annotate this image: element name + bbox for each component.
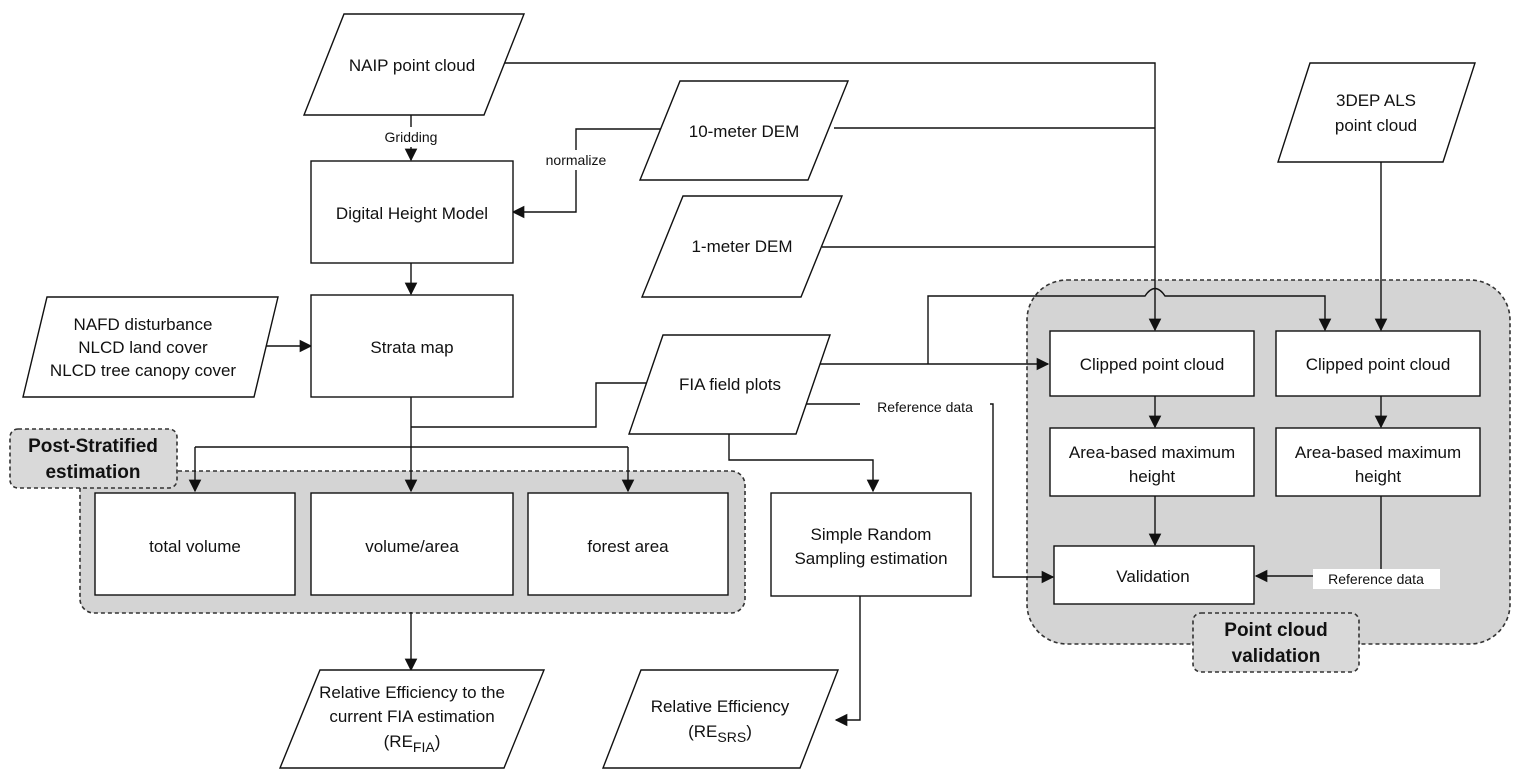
node-10m-dem: 10-meter DEM <box>638 80 850 181</box>
re-fia-subscript: FIA <box>413 739 435 755</box>
svg-text:Digital Height Model: Digital Height Model <box>336 204 488 223</box>
node-total-volume: total volume <box>94 492 296 596</box>
edge-labels: Gridding normalize Reference data Refere… <box>373 127 1440 589</box>
svg-text:NAIP point cloud: NAIP point cloud <box>349 56 475 75</box>
edge-fia-to-strata <box>411 382 650 428</box>
node-fia-field-plots: FIA field plots <box>628 334 831 435</box>
svg-text:Post-Stratified: Post-Stratified <box>28 436 158 457</box>
edge-dem10-to-dhm <box>511 128 664 219</box>
node-relative-efficiency-srs: Relative Efficiency (RESRS) <box>601 669 840 769</box>
label-gridding: Gridding <box>385 129 438 145</box>
svg-text:Area-based maximum: Area-based maximum <box>1069 443 1235 462</box>
svg-text:(REFIA): (REFIA) <box>384 732 441 755</box>
svg-text:Strata map: Strata map <box>370 338 453 357</box>
node-validation: Validation <box>1053 545 1255 605</box>
svg-text:volume/area: volume/area <box>365 537 459 556</box>
node-clipped-point-cloud-naip: Clipped point cloud <box>1049 330 1255 397</box>
svg-text:Relative Efficiency: Relative Efficiency <box>651 697 790 716</box>
svg-text:current FIA estimation: current FIA estimation <box>329 707 494 726</box>
point-cloud-validation-tag: Point cloud validation <box>1192 612 1360 673</box>
post-stratified-tag: Post-Stratified estimation <box>9 428 178 489</box>
node-forest-area: forest area <box>527 492 729 596</box>
node-3dep-als-point-cloud: 3DEP ALS point cloud <box>1277 62 1476 163</box>
re-srs-subscript: SRS <box>717 729 746 745</box>
svg-text:Point cloud: Point cloud <box>1224 620 1327 641</box>
svg-text:total volume: total volume <box>149 537 241 556</box>
node-volume-area: volume/area <box>310 492 514 596</box>
svg-text:10-meter DEM: 10-meter DEM <box>689 122 800 141</box>
svg-text:3DEP ALS: 3DEP ALS <box>1336 91 1416 110</box>
node-naip-point-cloud: NAIP point cloud <box>302 13 526 116</box>
svg-text:FIA field plots: FIA field plots <box>679 375 781 394</box>
node-strata-map: Strata map <box>310 294 514 398</box>
svg-text:NAFD disturbance: NAFD disturbance <box>74 315 213 334</box>
edge-srs-to-re-srs <box>834 596 861 727</box>
node-simple-random-sampling: Simple Random Sampling estimation <box>770 492 972 597</box>
svg-text:Area-based maximum: Area-based maximum <box>1295 443 1461 462</box>
node-area-based-max-height-als: Area-based maximum height <box>1275 427 1481 497</box>
edge-fia-to-srs <box>728 433 880 493</box>
edge-naip-to-clipped1 <box>494 62 1162 332</box>
svg-text:Simple Random: Simple Random <box>811 525 932 544</box>
node-1m-dem: 1-meter DEM <box>640 195 844 298</box>
svg-text:forest area: forest area <box>587 537 669 556</box>
svg-text:1-meter DEM: 1-meter DEM <box>691 237 792 256</box>
svg-text:estimation: estimation <box>45 462 140 483</box>
svg-text:point cloud: point cloud <box>1335 116 1417 135</box>
svg-text:Clipped point cloud: Clipped point cloud <box>1306 355 1451 374</box>
label-normalize: normalize <box>546 152 607 168</box>
svg-text:Relative Efficiency to the: Relative Efficiency to the <box>319 683 505 702</box>
node-relative-efficiency-fia: Relative Efficiency to the current FIA e… <box>278 669 546 769</box>
label-reference-data-als: Reference data <box>1328 571 1424 587</box>
node-area-based-max-height-naip: Area-based maximum height <box>1049 427 1255 497</box>
svg-text:height: height <box>1129 467 1176 486</box>
svg-text:Sampling estimation: Sampling estimation <box>794 549 947 568</box>
label-reference-data-fia: Reference data <box>877 399 973 415</box>
node-nafd-nlcd-inputs: NAFD disturbance NLCD land cover NLCD tr… <box>22 296 279 398</box>
edges <box>188 62 1388 727</box>
svg-text:validation: validation <box>1232 646 1321 667</box>
node-clipped-point-cloud-als: Clipped point cloud <box>1275 330 1481 397</box>
re-fia-symbol: RE <box>389 732 413 751</box>
svg-text:height: height <box>1355 467 1402 486</box>
node-digital-height-model: Digital Height Model <box>310 160 514 264</box>
svg-text:NLCD land cover: NLCD land cover <box>78 338 208 357</box>
svg-text:NLCD tree canopy cover: NLCD tree canopy cover <box>50 361 236 380</box>
svg-text:Clipped point cloud: Clipped point cloud <box>1080 355 1225 374</box>
re-srs-symbol: RE <box>694 722 718 741</box>
svg-text:Validation: Validation <box>1116 567 1189 586</box>
